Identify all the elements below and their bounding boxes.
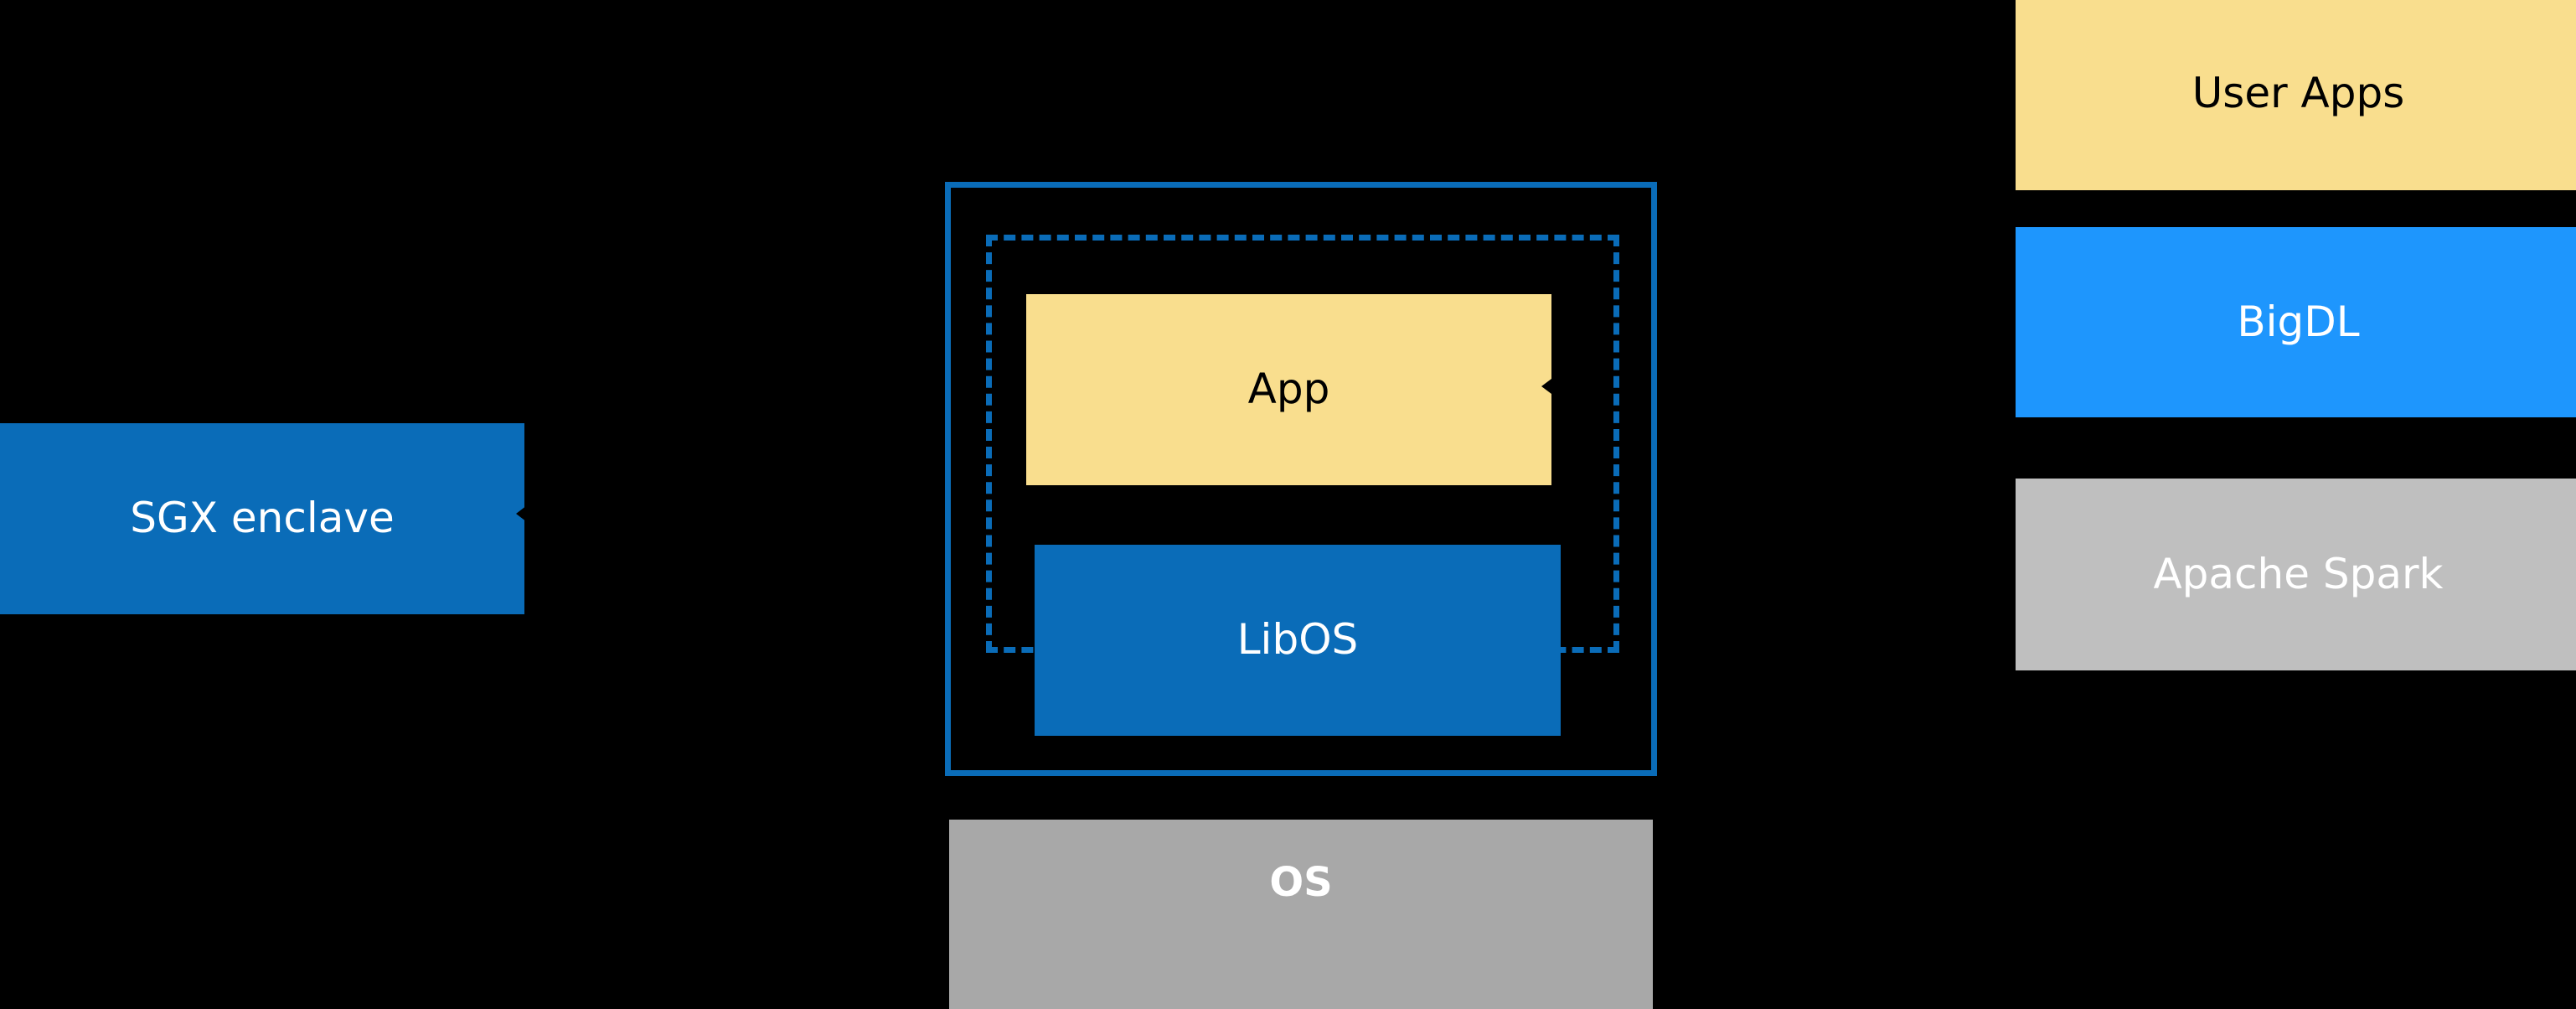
os-label: OS — [1269, 859, 1333, 906]
libos-label: LibOS — [1236, 615, 1359, 665]
app-label: App — [1247, 365, 1330, 414]
apache-spark-box: Apache Spark — [2016, 479, 2576, 670]
app-box: App — [1026, 294, 1551, 485]
sgx-enclave-label: SGX enclave — [130, 494, 395, 543]
arrow-left-icon-app — [1541, 376, 1555, 396]
user-apps-box: User Apps — [2016, 0, 2576, 190]
bigdl-label: BigDL — [2237, 297, 2360, 346]
arrow-left-icon — [516, 503, 530, 525]
apache-spark-label: Apache Spark — [2153, 549, 2444, 598]
sgx-enclave-label-box: SGX enclave — [0, 423, 524, 614]
enclave-boundary-frame — [945, 182, 1657, 776]
bigdl-box: BigDL — [2016, 227, 2576, 417]
os-box: OS — [949, 820, 1653, 1009]
libos-box: LibOS — [1035, 545, 1561, 736]
user-apps-label: User Apps — [2191, 69, 2405, 118]
